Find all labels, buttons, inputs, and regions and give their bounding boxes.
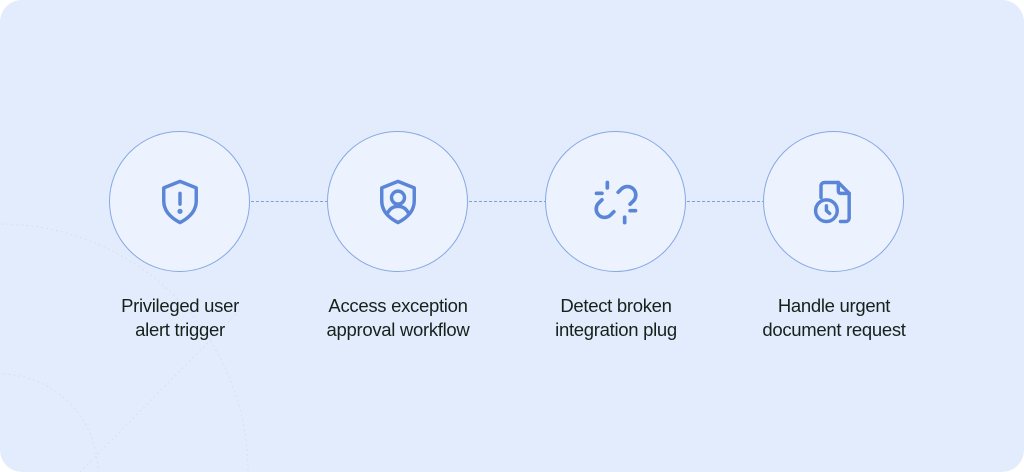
step-label-line-2: integration plug: [555, 319, 677, 340]
step-label: Access exception approval workflow: [288, 294, 508, 342]
step-icon-circle: [763, 131, 904, 272]
step-label-line-2: alert trigger: [135, 319, 225, 340]
step-label-line-1: Privileged user: [121, 295, 239, 316]
connector-2-3: [469, 201, 547, 202]
connector-1-2: [251, 201, 328, 202]
document-clock-icon: [813, 180, 851, 223]
step-label-line-1: Handle urgent: [777, 295, 891, 316]
step-label-line-1: Access exception: [328, 295, 468, 316]
step-label: Detect broken integration plug: [506, 294, 726, 342]
step-label-line-2: document request: [762, 319, 906, 340]
step-icon-circle: [545, 131, 686, 272]
step-icon-circle: [109, 131, 250, 272]
step-label: Privileged user alert trigger: [70, 294, 290, 342]
step-label-line-1: Detect broken: [560, 295, 672, 316]
step-label: Handle urgent document request: [724, 294, 944, 342]
step-label-line-2: approval workflow: [326, 319, 470, 340]
connector-3-4: [687, 201, 765, 202]
broken-link-icon: [593, 180, 638, 224]
step-icon-circle: [327, 131, 468, 272]
shield-user-icon: [379, 179, 416, 224]
shield-alert-icon: [161, 179, 198, 224]
